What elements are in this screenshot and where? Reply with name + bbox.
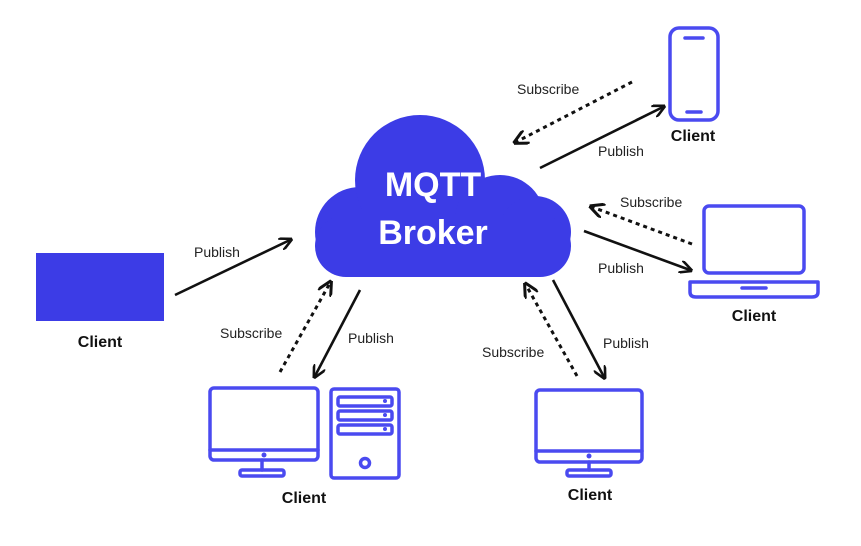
publish-arrow-bottom-left bbox=[315, 289, 362, 376]
client-bottom-left-label: Client bbox=[282, 490, 327, 507]
publish-label-right: Publish bbox=[598, 260, 644, 276]
publish-arrow-right bbox=[583, 229, 690, 270]
publish-arrow-top-right bbox=[539, 107, 663, 170]
client-top-right: Client Subscribe Publish bbox=[516, 26, 720, 170]
broker-title-line2: Broker bbox=[378, 214, 488, 252]
publish-arrow-bottom-right bbox=[551, 279, 604, 377]
client-right: Client Subscribe Publish bbox=[583, 194, 820, 325]
publish-arrow-left bbox=[174, 240, 290, 297]
client-top-right-label: Client bbox=[671, 128, 716, 145]
subscribe-arrow-top-right bbox=[516, 80, 633, 142]
client-bottom-left: Client Subscribe Publish bbox=[208, 283, 401, 507]
smartphone-icon bbox=[668, 26, 720, 122]
client-bottom-right-label: Client bbox=[568, 487, 613, 504]
subscribe-label-top-right: Subscribe bbox=[517, 81, 579, 97]
mqtt-broker-cloud: MQTT Broker bbox=[315, 115, 571, 277]
monitor-icon bbox=[208, 386, 320, 478]
cloud-icon bbox=[315, 115, 571, 277]
publish-label-left: Publish bbox=[194, 244, 240, 260]
laptop-icon bbox=[688, 204, 820, 299]
subscribe-arrow-right bbox=[592, 207, 693, 246]
client-right-label: Client bbox=[732, 308, 777, 325]
subscribe-label-bottom-left: Subscribe bbox=[220, 325, 282, 341]
client-bottom-right: Client Subscribe Publish bbox=[482, 279, 649, 504]
subscribe-label-right: Subscribe bbox=[620, 194, 682, 210]
subscribe-arrow-bottom-left bbox=[278, 283, 330, 373]
publish-label-top-right: Publish bbox=[598, 143, 644, 159]
monitor-icon bbox=[534, 388, 644, 478]
square-block-icon bbox=[36, 253, 164, 321]
publish-label-bottom-right: Publish bbox=[603, 335, 649, 351]
client-left: Client Publish bbox=[36, 240, 290, 351]
broker-title-line1: MQTT bbox=[385, 166, 482, 204]
subscribe-label-bottom-right: Subscribe bbox=[482, 344, 544, 360]
subscribe-arrow-bottom-right bbox=[526, 285, 579, 377]
client-left-label: Client bbox=[78, 334, 123, 351]
publish-label-bottom-left: Publish bbox=[348, 330, 394, 346]
server-tower-icon bbox=[329, 387, 401, 480]
